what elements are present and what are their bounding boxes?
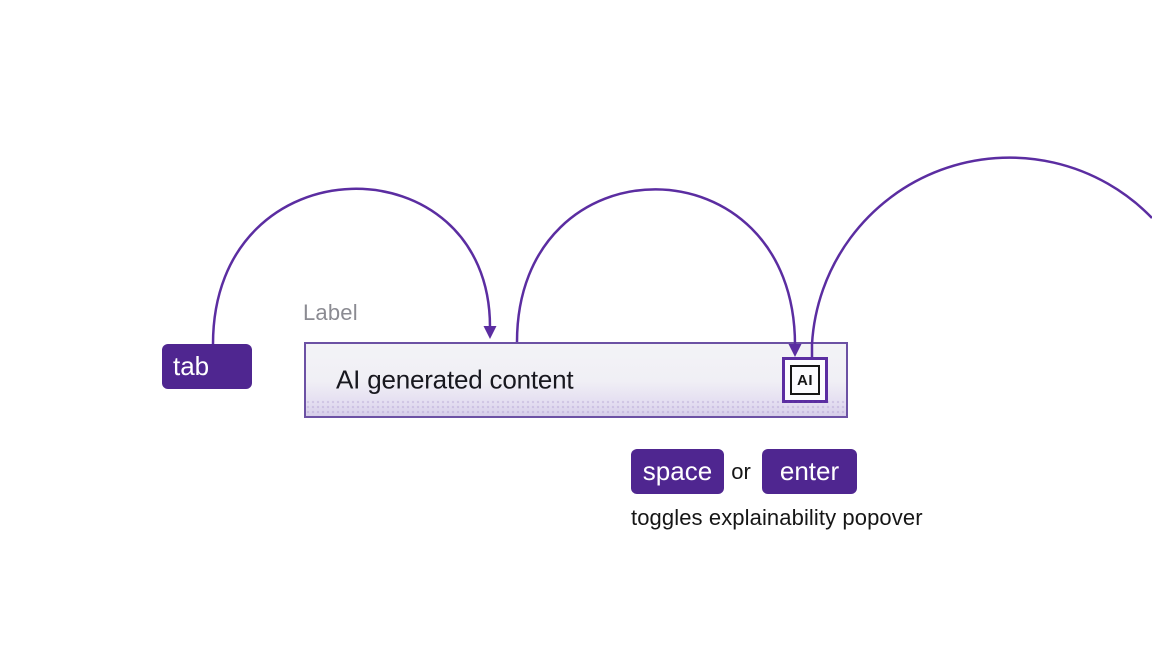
or-label: or (731, 459, 751, 484)
ai-label-button[interactable]: AI (782, 357, 828, 403)
ai-label-icon: AI (790, 365, 820, 395)
field-label: Label (303, 300, 358, 325)
enter-keycap: enter (762, 449, 857, 494)
tab-keycap: tab (162, 344, 252, 389)
space-keycap: space (631, 449, 724, 494)
ai-generated-content-field[interactable]: AI generated content AI (304, 342, 848, 418)
arc-ai-badge-offscreen (810, 156, 1152, 358)
caption-text: toggles explainability popover (631, 505, 923, 530)
arrowhead-field-icon (483, 326, 497, 339)
field-value: AI generated content (336, 364, 574, 395)
arc-field-to-ai-badge (515, 188, 797, 346)
